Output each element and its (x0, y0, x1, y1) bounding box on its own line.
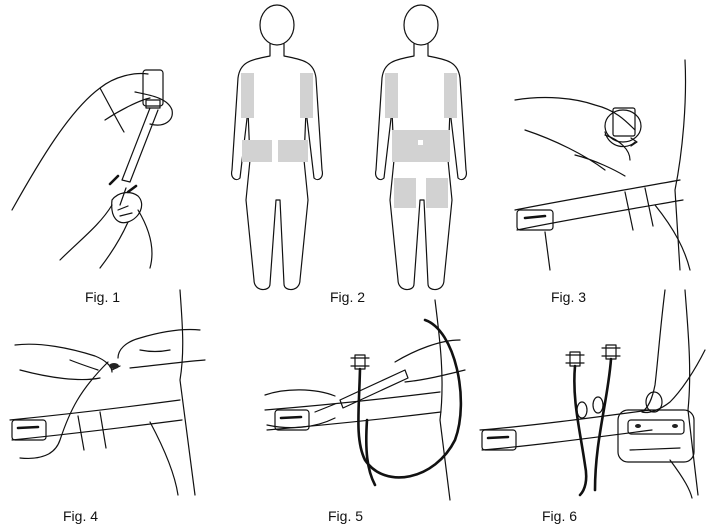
abdomen-site (392, 130, 450, 162)
tubing-lines (574, 359, 611, 495)
upper-arm-site-left (241, 73, 254, 118)
lower-back-site-left (242, 140, 272, 162)
upper-arm-site-left (385, 73, 398, 118)
tubing-loop (358, 320, 461, 477)
rotate-arrow-icon (605, 132, 635, 147)
connector-icon (355, 355, 365, 369)
figure-4: Fig. 4 (0, 290, 220, 529)
figure-6: Fig. 6 (470, 290, 713, 529)
body-back-view (232, 5, 323, 290)
thigh-site-left (394, 178, 416, 208)
belt-buckle-icon (517, 210, 553, 230)
syringe-filling-illustration (0, 0, 200, 280)
figure-5: Fig. 5 (255, 300, 470, 529)
body-front-view (376, 5, 467, 290)
thigh-site-right (426, 178, 448, 208)
needle-insertion-illustration (0, 290, 220, 500)
connector-icon-2 (606, 345, 616, 359)
lower-back-site-right (278, 140, 308, 162)
upper-arm-site-right (300, 73, 313, 118)
navel-exclusion-mark (418, 140, 423, 145)
upper-arm-site-right (444, 73, 457, 118)
figure-1: Fig. 1 (0, 0, 200, 310)
site-preparation-illustration (505, 60, 713, 270)
tubing-connection-illustration (255, 300, 470, 500)
figure-2: Fig. 2 (220, 0, 480, 310)
infusion-pump-icon (618, 410, 694, 462)
figure-5-caption: Fig. 5 (328, 508, 363, 524)
injection-sites-illustration (220, 0, 480, 300)
figure-3: Fig. 3 (505, 60, 713, 310)
connector-icon-1 (570, 352, 580, 366)
figure-6-caption: Fig. 6 (542, 508, 577, 524)
pump-attachment-illustration (470, 290, 713, 500)
figure-4-caption: Fig. 4 (63, 508, 98, 524)
